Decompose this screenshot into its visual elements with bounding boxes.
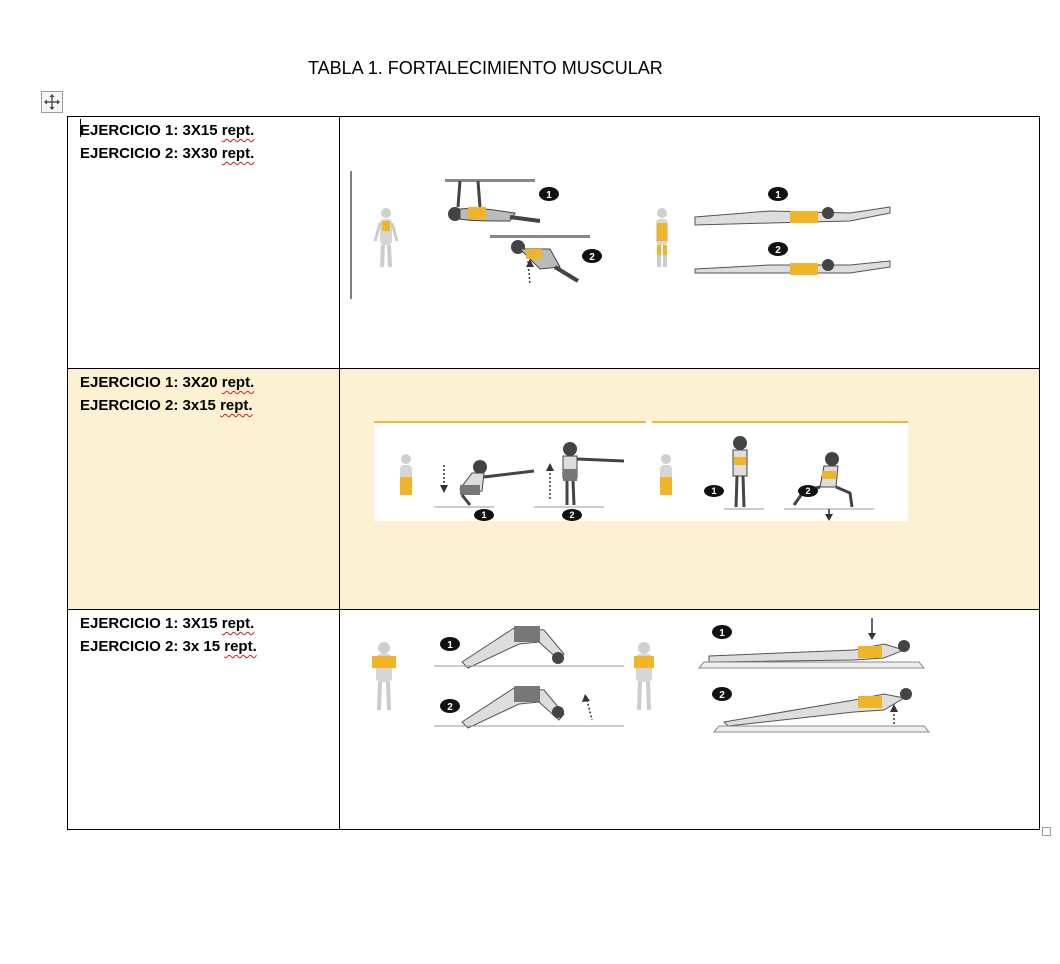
step-marker-2: 2 — [798, 485, 818, 497]
exercise-illustration[interactable]: 1 2 — [364, 614, 976, 742]
step-marker-1: 1 — [539, 187, 559, 201]
svg-text:1: 1 — [447, 640, 453, 651]
exercise-label-cell[interactable]: EJERCICIO 1: 3X15 rept. EJERCICIO 2: 3X3… — [67, 116, 340, 369]
muscle-map-icon — [373, 208, 399, 268]
svg-text:1: 1 — [775, 190, 781, 201]
exercise-illustration[interactable]: 1 2 — [350, 169, 920, 301]
exercise-illustration[interactable]: 1 2 — [374, 421, 908, 521]
svg-text:1: 1 — [481, 510, 486, 520]
exercise-1-text: EJERCICIO 1: 3X20 rept. — [80, 374, 255, 391]
step-marker-1: 1 — [440, 637, 460, 651]
svg-text:2: 2 — [569, 510, 574, 520]
exercise-image-cell[interactable]: 1 2 — [339, 368, 1040, 610]
table-row: EJERCICIO 1: 3X15 rept. EJERCICIO 2: 3x … — [67, 609, 1040, 830]
exercise-1-text: EJERCICIO 1: 3X15 rept. — [80, 615, 255, 632]
step-marker-1: 1 — [704, 485, 724, 497]
step-marker-2: 2 — [712, 687, 732, 701]
svg-text:1: 1 — [711, 486, 716, 496]
resize-handle-icon[interactable] — [1042, 827, 1051, 836]
svg-text:1: 1 — [719, 628, 725, 639]
step-marker-1: 1 — [768, 187, 788, 201]
muscle-map-icon — [400, 454, 412, 495]
exercise-table: EJERCICIO 1: 3X15 rept. EJERCICIO 2: 3X3… — [67, 116, 1040, 830]
step-marker-1: 1 — [712, 625, 732, 639]
superman-figure — [694, 206, 891, 275]
muscle-map-icon — [660, 454, 672, 495]
squat-figure — [434, 442, 625, 508]
exercise-2-text: EJERCICIO 2: 3x15 rept. — [80, 397, 253, 414]
step-marker-1: 1 — [474, 509, 494, 521]
muscle-map-icon — [634, 642, 654, 711]
step-marker-2: 2 — [582, 249, 602, 263]
svg-text:2: 2 — [719, 690, 725, 701]
exercise-image-cell[interactable]: 1 2 — [339, 609, 1040, 830]
pullup-figure — [445, 179, 590, 286]
text-cursor — [80, 119, 81, 137]
svg-text:2: 2 — [447, 702, 453, 713]
table-row: EJERCICIO 1: 3X20 rept. EJERCICIO 2: 3x1… — [67, 368, 1040, 610]
step-marker-2: 2 — [562, 509, 582, 521]
svg-text:2: 2 — [775, 245, 781, 256]
table-title: TABLA 1. FORTALECIMIENTO MUSCULAR — [308, 58, 663, 78]
svg-text:2: 2 — [805, 486, 810, 496]
step-marker-2: 2 — [440, 699, 460, 713]
svg-text:2: 2 — [589, 252, 595, 263]
exercise-label-cell[interactable]: EJERCICIO 1: 3X20 rept. EJERCICIO 2: 3x1… — [67, 368, 340, 610]
exercise-2-text: EJERCICIO 2: 3x 15 rept. — [80, 638, 257, 655]
muscle-map-icon — [656, 208, 668, 267]
muscle-map-icon — [372, 642, 396, 711]
exercise-label-cell[interactable]: EJERCICIO 1: 3X15 rept. EJERCICIO 2: 3x … — [67, 609, 340, 830]
step-marker-2: 2 — [768, 242, 788, 256]
table-move-handle[interactable] — [41, 91, 63, 113]
table-row: EJERCICIO 1: 3X15 rept. EJERCICIO 2: 3X3… — [67, 116, 1040, 369]
exercise-image-cell[interactable]: 1 2 — [339, 116, 1040, 369]
pike-pushup-figure — [434, 626, 624, 729]
svg-text:1: 1 — [546, 190, 552, 201]
move-arrows-icon — [44, 94, 60, 110]
exercise-2-text: EJERCICIO 2: 3X30 rept. — [80, 145, 255, 162]
plank-figure — [697, 618, 931, 733]
exercise-1-text: EJERCICIO 1: 3X15 rept. — [80, 122, 255, 139]
